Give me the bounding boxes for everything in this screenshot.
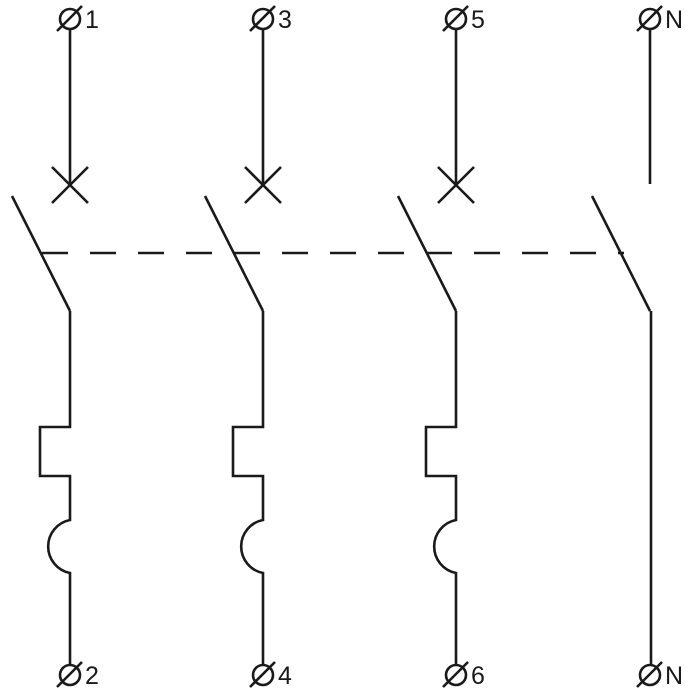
bottom-terminal-icon (638, 663, 662, 687)
circuit-breaker-trip-x-icon (437, 166, 475, 204)
pole-l1: 12 (10, 5, 99, 690)
top-terminal-label: N (665, 6, 683, 34)
bottom-terminal-slash (636, 661, 663, 688)
pole-n: NN (590, 5, 683, 690)
thermal-magnetic-release-icon (38, 311, 72, 665)
top-terminal-label: 3 (278, 6, 292, 34)
thermal-magnetic-release-icon (231, 311, 265, 665)
bottom-terminal-slash (442, 661, 469, 688)
bottom-terminal-label: N (665, 662, 683, 690)
switch-contact-blade (10, 195, 72, 312)
top-terminal-slash (249, 5, 276, 32)
thermal-magnetic-release-icon (424, 311, 458, 665)
bottom-terminal-label: 2 (85, 662, 99, 690)
top-terminal-slash (442, 5, 469, 32)
circuit-breaker-trip-x-icon (51, 166, 89, 204)
circuit-breaker-trip-x-icon (244, 166, 282, 204)
bottom-terminal-icon (58, 663, 82, 687)
bottom-terminal-slash (249, 661, 276, 688)
bottom-terminal-icon (444, 663, 468, 687)
top-terminal-slash (636, 5, 663, 32)
bottom-terminal-label: 4 (278, 662, 292, 690)
top-terminal-slash (56, 5, 83, 32)
pole-l3: 56 (396, 5, 485, 690)
bottom-terminal-icon (251, 663, 275, 687)
bottom-terminal-slash (56, 661, 83, 688)
top-terminal-label: 5 (471, 6, 485, 34)
top-terminal-label: 1 (85, 6, 99, 34)
pole-l2: 34 (203, 5, 292, 690)
bottom-terminal-label: 6 (471, 662, 485, 690)
